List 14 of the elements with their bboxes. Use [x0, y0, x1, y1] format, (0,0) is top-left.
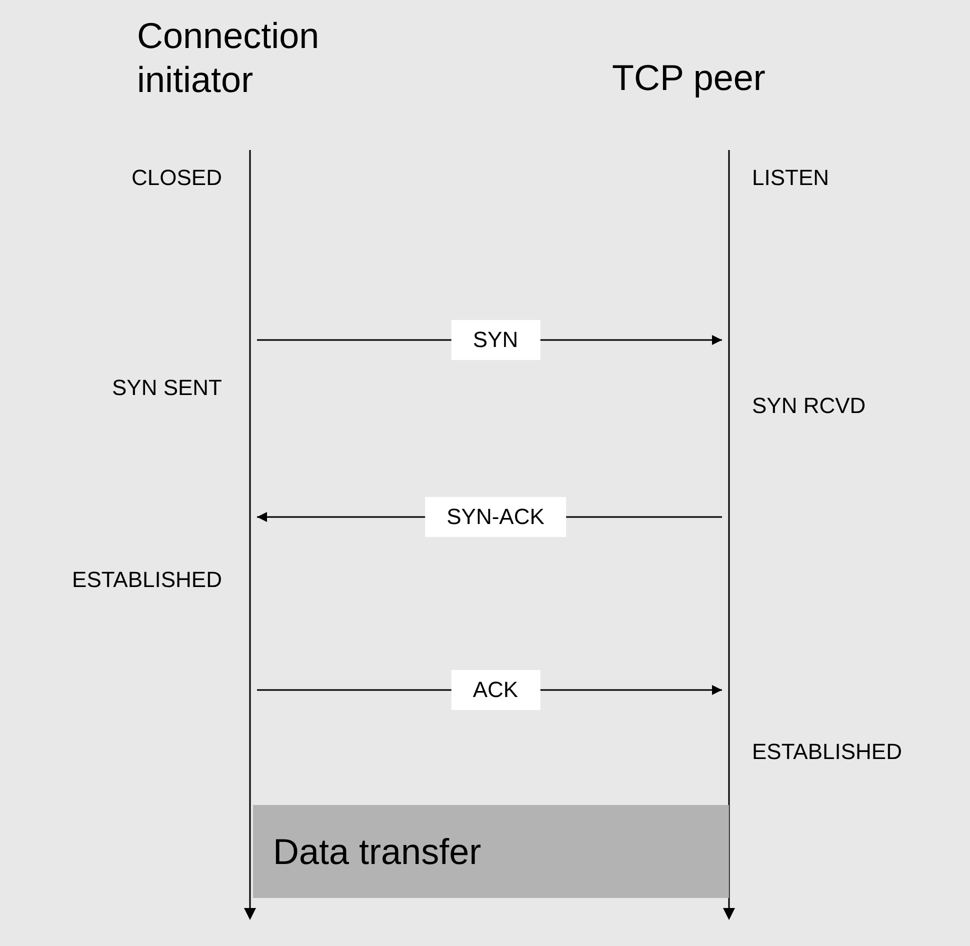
edge-label: SYN [450, 320, 540, 360]
lifeline-heading: TCP peer [612, 56, 832, 104]
state-label: ESTABLISHED [752, 739, 902, 765]
data-transfer-block: Data transfer [253, 805, 729, 898]
edge-label: ACK [450, 670, 540, 710]
lifeline [722, 150, 736, 920]
edge-label: SYN-ACK [424, 497, 566, 537]
state-label: LISTEN [752, 165, 830, 191]
lifeline [243, 150, 257, 920]
state-label: SYN RCVD [752, 393, 866, 419]
state-label: CLOSED [132, 165, 222, 191]
state-label: SYN SENT [112, 375, 222, 401]
lifeline-heading: Connection initiator [137, 14, 377, 106]
state-label: ESTABLISHED [72, 567, 222, 593]
